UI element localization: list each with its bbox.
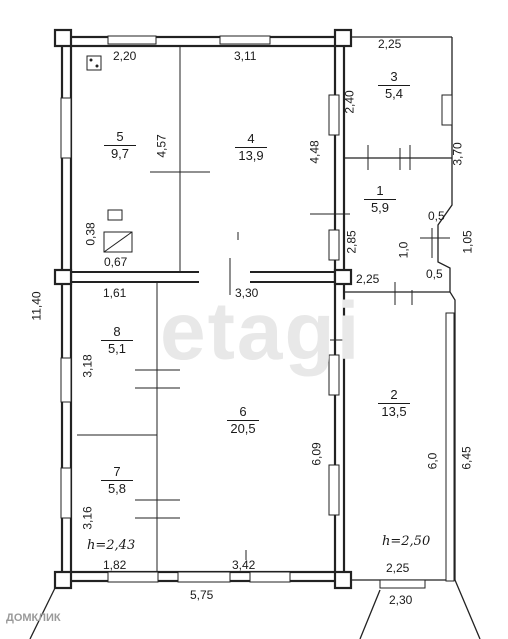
- ceiling-height-left: h=2,43: [87, 538, 136, 553]
- windows: [60, 35, 455, 589]
- dimension-ticks: [135, 145, 450, 560]
- room-area: 5,8: [101, 480, 133, 496]
- room-4-label: 4 13,9: [221, 132, 281, 163]
- dim-overall-left: 11,40: [29, 291, 44, 321]
- dim-bot-225: 2,25: [386, 561, 410, 575]
- room-number: 7: [113, 464, 121, 479]
- dim-r2-out: 6,45: [459, 446, 474, 470]
- room-area: 5,1: [101, 340, 133, 356]
- dim-mid-225: 2,25: [356, 272, 380, 286]
- dim-r3-side: 2,40: [342, 90, 357, 114]
- dim-door-05-bot: 0,5: [426, 267, 443, 281]
- ceiling-height-right: h=2,50: [382, 534, 431, 549]
- dim-door-10: 1,0: [396, 241, 411, 259]
- dim-r2-in: 6,0: [425, 452, 440, 470]
- room-1-label: 1 5,9: [350, 184, 410, 215]
- fixtures: [86, 55, 133, 253]
- room-number: 8: [113, 324, 121, 339]
- dim-small-038: 0,38: [83, 222, 98, 246]
- room-number: 3: [390, 69, 398, 84]
- dim-mid-161: 1,61: [103, 286, 127, 300]
- dim-door-05-top: 0,5: [428, 209, 445, 223]
- room-number: 6: [239, 404, 247, 419]
- dim-r5-inner: 4,57: [154, 134, 169, 158]
- room-area: 13,9: [235, 147, 267, 163]
- dim-small-067: 0,67: [104, 255, 128, 269]
- room-number: 1: [376, 183, 384, 198]
- domclick-logo: ДОМКЛИК: [6, 612, 61, 624]
- dim-bot-575: 5,75: [190, 588, 214, 602]
- room-3-label: 3 5,4: [364, 70, 424, 101]
- dim-r8-side: 3,18: [80, 354, 95, 378]
- room-area: 20,5: [227, 420, 259, 436]
- room-number: 5: [116, 129, 124, 144]
- watermark-logo: etagi: [160, 286, 362, 377]
- dim-r6-side: 6,09: [309, 442, 324, 466]
- dim-bot-230: 2,30: [389, 593, 413, 607]
- room-number: 4: [247, 131, 255, 146]
- room-area: 9,7: [104, 145, 136, 161]
- dim-r7-side: 3,16: [80, 506, 95, 530]
- room-5-label: 5 9,7: [90, 130, 150, 161]
- room-area: 5,4: [378, 85, 410, 101]
- dim-right-105: 1,05: [460, 230, 475, 254]
- room-2-label: 2 13,5: [364, 388, 424, 419]
- room-8-label: 8 5,1: [87, 325, 147, 356]
- room-number: 2: [390, 387, 398, 402]
- room-area: 13,5: [378, 403, 410, 419]
- dim-top-left: 2,20: [113, 49, 137, 63]
- room-area: 5,9: [364, 199, 396, 215]
- dim-mid-330: 3,30: [235, 286, 259, 300]
- room-7-label: 7 5,8: [87, 465, 147, 496]
- dim-bot-182: 1,82: [103, 558, 127, 572]
- dim-r3-right: 3,70: [450, 142, 465, 166]
- room-6-label: 6 20,5: [213, 405, 273, 436]
- inner-walls: [71, 46, 335, 572]
- dim-top-right: 2,25: [378, 37, 402, 51]
- dim-r1-side: 2,85: [344, 230, 359, 254]
- dim-top-mid: 3,11: [234, 49, 257, 63]
- dim-bot-342: 3,42: [232, 558, 256, 572]
- dim-r4-side: 4,48: [307, 140, 322, 164]
